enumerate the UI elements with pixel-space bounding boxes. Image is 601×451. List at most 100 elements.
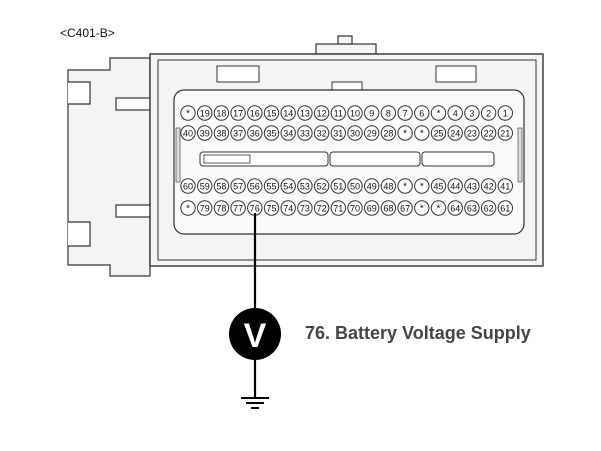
pin-label: 52 bbox=[317, 181, 327, 191]
pin-cavity bbox=[480, 200, 497, 216]
pin-cavity bbox=[297, 178, 313, 194]
measurement-caption: 76. Battery Voltage Supply bbox=[305, 323, 531, 343]
pin-cavity bbox=[480, 178, 497, 194]
pin-cavity bbox=[330, 125, 346, 141]
pin-label: 53 bbox=[300, 181, 310, 191]
pin-unused-label: * bbox=[420, 181, 424, 192]
voltmeter-label: V bbox=[244, 317, 267, 355]
pin-label: 10 bbox=[350, 108, 360, 118]
pin-label: 39 bbox=[200, 128, 210, 138]
pin-cavity bbox=[397, 200, 413, 216]
pin-cavity bbox=[247, 178, 263, 194]
ground-icon bbox=[241, 397, 269, 409]
pin-cavity bbox=[313, 200, 330, 216]
pin-label: 25 bbox=[433, 128, 443, 138]
pin-label: 56 bbox=[250, 181, 260, 191]
pin-label: 28 bbox=[383, 128, 393, 138]
pin-cavity bbox=[414, 125, 430, 141]
pin-cavity bbox=[414, 105, 430, 121]
pin-label: 31 bbox=[333, 128, 343, 138]
pin-cavity bbox=[497, 125, 513, 141]
pin-cavity bbox=[397, 178, 413, 194]
pin-cavity bbox=[447, 125, 463, 141]
pin-label: 70 bbox=[350, 203, 360, 213]
pin-cavity bbox=[213, 125, 230, 141]
pin-label: 2 bbox=[486, 108, 491, 118]
pin-cavity bbox=[197, 200, 213, 216]
connector-housing bbox=[149, 53, 544, 267]
pin-cavity bbox=[497, 200, 513, 216]
pin-label: 33 bbox=[300, 128, 310, 138]
pin-unused-label: * bbox=[437, 203, 441, 214]
pin-cavity bbox=[447, 178, 463, 194]
pin-cavity bbox=[297, 125, 313, 141]
pin-cavity bbox=[297, 105, 313, 121]
pin-label: 50 bbox=[350, 181, 360, 191]
pin-cavity bbox=[380, 125, 397, 141]
pin-cavity bbox=[213, 178, 230, 194]
pin-label: 30 bbox=[350, 128, 360, 138]
pin-label: 59 bbox=[200, 181, 210, 191]
pin-cavity bbox=[480, 125, 497, 141]
pin-cavity bbox=[464, 200, 480, 216]
pin-cavity bbox=[380, 105, 397, 121]
top-latch bbox=[315, 35, 377, 55]
pin-label: 21 bbox=[500, 128, 510, 138]
pin-cavity bbox=[180, 178, 196, 194]
pin-label: 54 bbox=[283, 181, 293, 191]
pin-label: 24 bbox=[450, 128, 460, 138]
pin-cavity bbox=[364, 200, 380, 216]
pin-label: 43 bbox=[467, 181, 477, 191]
pin-unused-label: * bbox=[403, 128, 407, 139]
pin-cavity bbox=[430, 125, 447, 141]
pin-label: 61 bbox=[500, 203, 510, 213]
pin-cavity bbox=[364, 125, 380, 141]
pin-label: 49 bbox=[367, 181, 377, 191]
pin-label: 4 bbox=[453, 108, 458, 118]
pin-label: 36 bbox=[250, 128, 260, 138]
pin-unused-label: * bbox=[186, 203, 190, 214]
pin-label: 69 bbox=[367, 203, 377, 213]
pin-label: 18 bbox=[216, 108, 226, 118]
pin-cavity bbox=[197, 178, 213, 194]
pin-label: 64 bbox=[450, 203, 460, 213]
pin-label: 23 bbox=[467, 128, 477, 138]
pin-cavity bbox=[430, 200, 447, 216]
pin-unused-label: * bbox=[437, 108, 441, 119]
pin-cavity bbox=[430, 178, 447, 194]
pin-label: 14 bbox=[283, 108, 293, 118]
pin-label: 17 bbox=[233, 108, 243, 118]
pin-label: 11 bbox=[334, 108, 343, 118]
pin-label: 8 bbox=[386, 108, 391, 118]
pin-cavity bbox=[230, 125, 246, 141]
pin-label: 63 bbox=[467, 203, 477, 213]
pin-unused-label: * bbox=[403, 181, 407, 192]
pin-cavity bbox=[297, 200, 313, 216]
pin-label: 51 bbox=[333, 181, 343, 191]
pin-cavity bbox=[464, 178, 480, 194]
pin-label: 9 bbox=[369, 108, 374, 118]
pin-cavity bbox=[430, 105, 447, 121]
pin-label: 73 bbox=[300, 203, 310, 213]
pin-label: 71 bbox=[333, 203, 343, 213]
pin-label: 35 bbox=[266, 128, 276, 138]
pin-cavity bbox=[247, 105, 263, 121]
pin-label: 77 bbox=[233, 203, 243, 213]
pin-label: 12 bbox=[317, 108, 327, 118]
pin-label: 19 bbox=[200, 108, 210, 118]
pin-cavity bbox=[347, 125, 363, 141]
pin-label: 60 bbox=[183, 181, 193, 191]
pin-label: 38 bbox=[216, 128, 226, 138]
pin-label: 78 bbox=[216, 203, 226, 213]
pin-cavity bbox=[480, 105, 497, 121]
pin-label: 62 bbox=[484, 203, 494, 213]
pin-cavity bbox=[347, 200, 363, 216]
pin-cavity bbox=[380, 200, 397, 216]
pin-cavity bbox=[464, 105, 480, 121]
pin-cavity bbox=[330, 178, 346, 194]
pin-cavity bbox=[280, 200, 296, 216]
pin-label: 34 bbox=[283, 128, 293, 138]
pin-cavity bbox=[213, 105, 230, 121]
